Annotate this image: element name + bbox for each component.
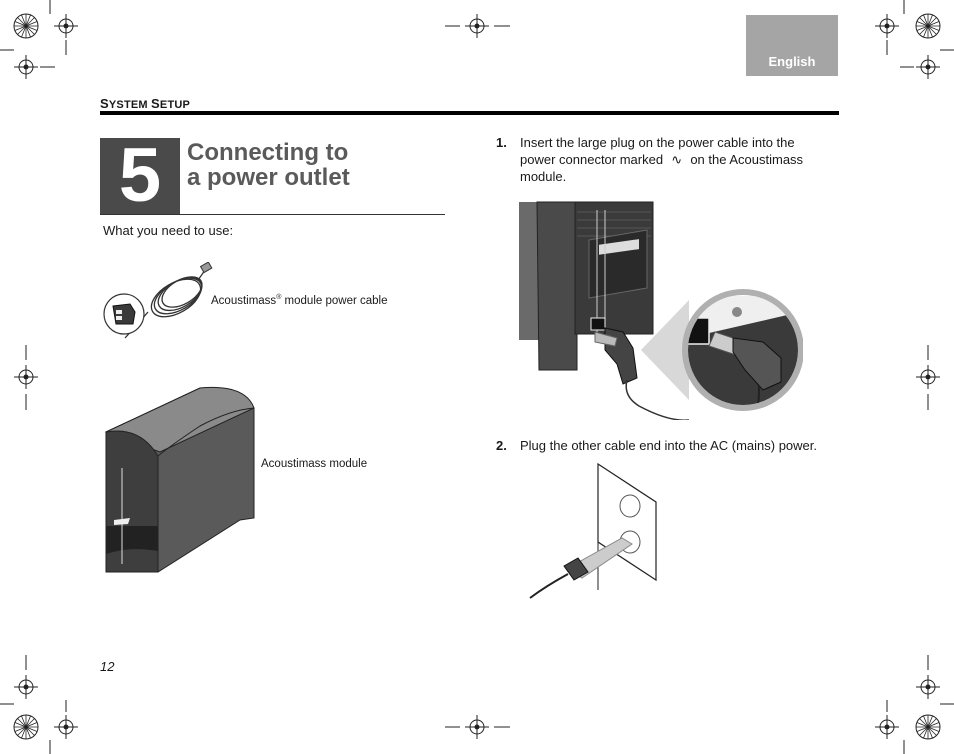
instruction-2: 2. Plug the other cable end into the AC … xyxy=(496,438,818,453)
step-rule xyxy=(100,214,445,215)
wall-outlet-illustration xyxy=(529,462,657,599)
step-title: Connecting to a power outlet xyxy=(187,139,350,191)
instruction-1: 1. Insert the large plug on the power ca… xyxy=(496,135,804,184)
language-tab[interactable]: English xyxy=(746,15,838,76)
module-power-connection-illustration xyxy=(519,201,803,420)
page-number: 12 xyxy=(100,659,115,674)
step-number-box: 5 xyxy=(100,138,180,214)
ac-power-symbol-icon: ∿ xyxy=(671,152,683,167)
header-rule xyxy=(100,111,839,115)
need-label: What you need to use: xyxy=(103,223,234,238)
step-number: 5 xyxy=(118,133,162,218)
module-label: Acoustimass module xyxy=(261,458,368,470)
power-cable-illustration xyxy=(103,262,213,339)
language-tab-label: English xyxy=(768,54,816,69)
cable-label: Acoustimass® module power cable xyxy=(211,294,388,307)
section-title: SYSTEM SETUP xyxy=(100,96,191,111)
acoustimass-module-illustration xyxy=(104,386,255,573)
